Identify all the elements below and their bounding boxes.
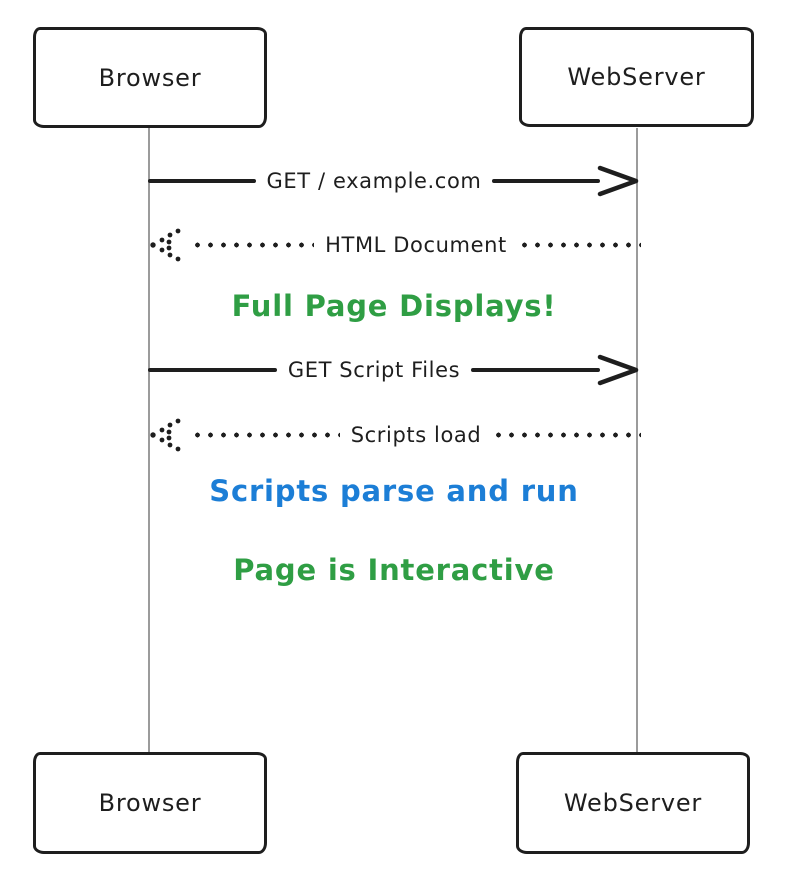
- actor-label-browser-bottom: Browser: [98, 789, 202, 817]
- message-label: Scripts load: [350, 423, 482, 447]
- message-get-script-files: GET Script Files: [148, 350, 641, 390]
- arrowhead-left-dotted-icon: [150, 228, 181, 262]
- message-html-document: HTML Document: [148, 225, 641, 265]
- arrowhead-right-icon: [597, 354, 639, 386]
- lifeline-browser: [148, 128, 150, 752]
- actor-label-webserver-bottom: WebServer: [563, 789, 703, 817]
- arrow-shaft-dotted: [191, 432, 340, 438]
- message-label: HTML Document: [325, 233, 507, 257]
- lifeline-webserver: [636, 128, 638, 752]
- arrow-shaft: [471, 367, 600, 373]
- arrow-shaft-dotted: [517, 242, 641, 248]
- arrowhead-right-icon: [597, 165, 639, 197]
- message-scripts-load: Scripts load: [148, 415, 642, 455]
- actor-label-webserver-top: WebServer: [567, 63, 706, 91]
- arrow-shaft: [492, 178, 601, 184]
- arrowhead-left-dotted-icon: [150, 418, 181, 452]
- actor-box-browser-bottom: Browser: [33, 752, 267, 854]
- note-full-page-displays: Full Page Displays!: [231, 289, 557, 323]
- message-label: GET Script Files: [287, 358, 461, 382]
- message-label: GET / example.com: [266, 169, 482, 193]
- arrow-shaft-dotted: [492, 432, 642, 438]
- actor-box-webserver-bottom: WebServer: [516, 752, 750, 854]
- note-page-is-interactive: Page is Interactive: [233, 553, 555, 587]
- arrow-shaft: [148, 367, 277, 373]
- arrow-shaft-dotted: [191, 242, 315, 248]
- note-scripts-parse-and-run: Scripts parse and run: [209, 474, 579, 508]
- actor-box-browser-top: Browser: [33, 27, 267, 128]
- actor-box-webserver-top: WebServer: [519, 27, 754, 127]
- message-get-example: GET / example.com: [148, 161, 641, 201]
- actor-label-browser-top: Browser: [98, 63, 202, 92]
- arrow-shaft: [148, 178, 256, 184]
